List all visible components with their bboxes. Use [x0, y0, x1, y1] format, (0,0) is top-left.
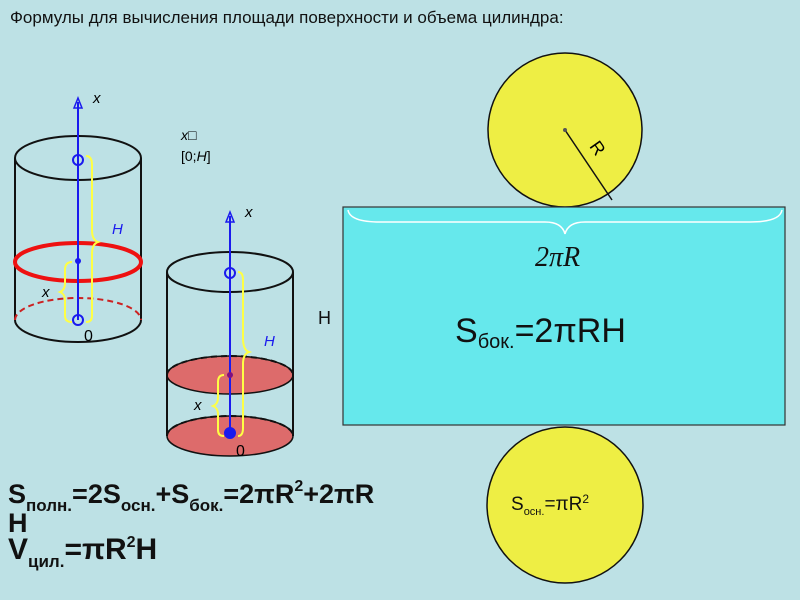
origin-point — [72, 314, 84, 326]
height-label-1: H — [112, 221, 123, 238]
slide-title: Формулы для вычисления площади поверхнос… — [10, 8, 564, 27]
center-dot — [563, 128, 567, 132]
axis-label-2: x — [244, 204, 253, 221]
radius-line — [564, 129, 613, 201]
arc-length-label: 2πR — [535, 242, 580, 273]
lateral-area-formula: Sбок.=2πRH — [455, 312, 626, 353]
arc-length-brace — [347, 209, 783, 235]
axis-label-1: x — [92, 90, 101, 107]
volume-formula: Vцил.=πR2H — [8, 533, 158, 571]
section-point-2 — [227, 372, 233, 378]
origin-label-2: 0 — [236, 443, 245, 460]
x-brace-2 — [210, 374, 225, 437]
x-brace — [57, 261, 73, 323]
x-label-1: x — [41, 284, 50, 301]
bottom-base-circle — [486, 426, 644, 584]
side-height-label: H — [318, 308, 331, 328]
section-point — [75, 258, 81, 264]
axis-arrow-icon — [72, 95, 84, 109]
height-brace — [85, 155, 102, 323]
origin-label-1: 0 — [84, 328, 93, 345]
top-center-point — [72, 154, 84, 166]
top-center-point-2 — [224, 267, 236, 279]
base-area-formula: Sосн.=πR2 — [511, 492, 589, 518]
total-area-tail: H — [8, 508, 28, 538]
total-area-formula: Sполн.=2Sосн.+Sбок.=2πR2+2πR — [8, 478, 375, 515]
range-note-line1: x□ — [180, 127, 197, 143]
axis-arrow-icon-2 — [224, 209, 236, 223]
x-label-2: x — [193, 397, 202, 414]
origin-point-2 — [224, 427, 236, 439]
height-brace-2 — [237, 271, 253, 437]
lateral-rectangle — [342, 206, 786, 426]
range-note-line2: [0;H] — [181, 148, 211, 164]
height-label-2: H — [264, 333, 275, 350]
